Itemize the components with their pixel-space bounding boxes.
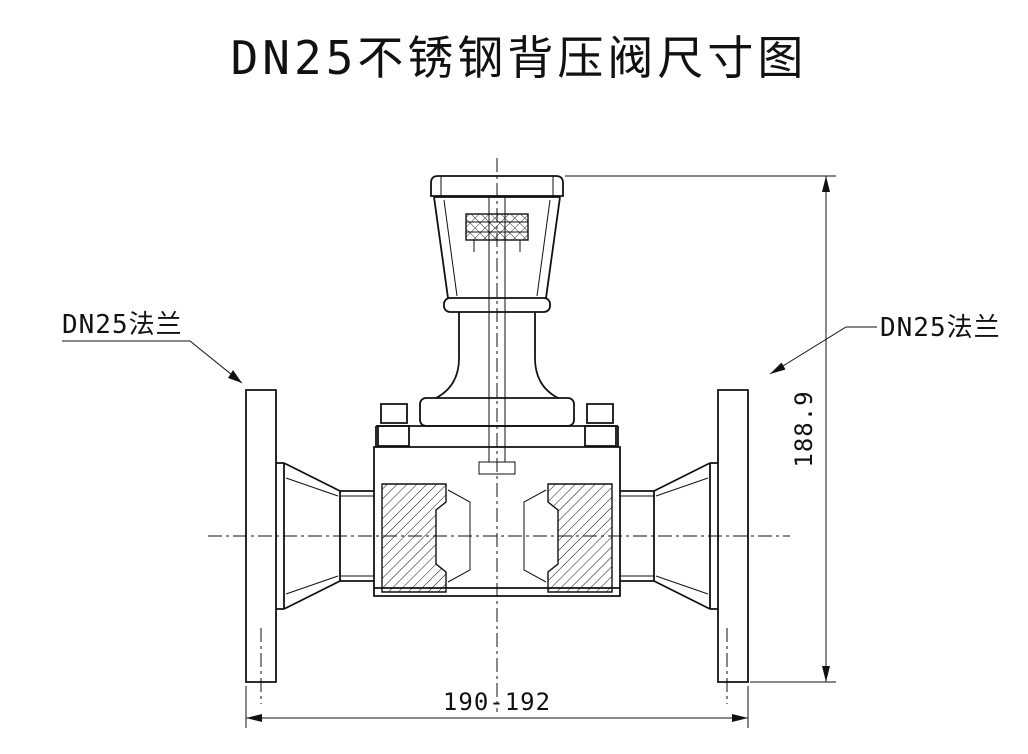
bonnet-bolts: [377, 403, 617, 447]
right-raised-face: [709, 462, 718, 610]
housing-outline: [433, 196, 561, 299]
valve-neck: [435, 312, 559, 399]
right-flange-outline: [717, 389, 749, 683]
centerlines: [208, 158, 790, 712]
right-hub: [620, 490, 655, 582]
left-leader-arrow: [228, 370, 242, 383]
right-leader-arrow: [770, 362, 786, 374]
valve-cap: [430, 175, 564, 197]
left-raised-face: [276, 462, 285, 610]
bonnet-assembly: [375, 397, 619, 447]
height-extension-lines: [565, 175, 836, 683]
gland-block: [465, 213, 529, 252]
housing-inner-walls: [443, 199, 551, 297]
gland-lines: [466, 221, 528, 252]
drawing-title: DN25不锈钢背压阀尺寸图: [231, 31, 808, 85]
right-flange-label: DN25法兰: [880, 313, 1001, 343]
left-cone: [283, 462, 341, 610]
height-dimension: 188.9: [565, 175, 836, 683]
width-arrow-right: [732, 714, 748, 722]
neck-outline: [435, 312, 559, 399]
right-bore-lines: [620, 477, 709, 595]
width-dimension: 190-192: [245, 686, 749, 728]
left-flange-outline: [245, 389, 277, 683]
height-dimension-text: 188.9: [790, 390, 818, 467]
valve-body: [373, 446, 621, 597]
right-flange-callout: DN25法兰: [769, 313, 1001, 375]
left-connection: [245, 389, 374, 683]
gland-hatch: [465, 213, 529, 241]
body-top-plate: [375, 425, 619, 447]
left-flange-callout: DN25法兰: [62, 310, 243, 384]
height-arrow-bottom: [822, 666, 830, 682]
cap-inner-lines: [440, 176, 554, 196]
valve-stem: [478, 196, 516, 475]
width-extension-lines: [245, 686, 749, 728]
valve-drawing: [245, 175, 749, 683]
width-arrow-left: [246, 714, 262, 722]
right-socket-hatched: [547, 483, 613, 593]
stem-lines: [488, 196, 506, 462]
cap-outline: [430, 175, 564, 197]
stem-plug: [478, 461, 516, 475]
right-cone: [653, 462, 711, 610]
width-dimension-text: 190-192: [443, 688, 551, 716]
spring-housing: [433, 196, 561, 313]
right-leader-line: [769, 326, 877, 375]
right-connection: [620, 389, 749, 683]
left-bore-lines: [285, 477, 374, 595]
housing-flange: [443, 297, 551, 313]
height-arrow-top: [822, 176, 830, 192]
left-socket-hatched: [381, 483, 447, 593]
left-hub: [339, 490, 374, 582]
left-flange-label: DN25法兰: [62, 310, 183, 340]
seat-trapezoids: [447, 489, 547, 583]
left-leader-line: [62, 340, 243, 384]
